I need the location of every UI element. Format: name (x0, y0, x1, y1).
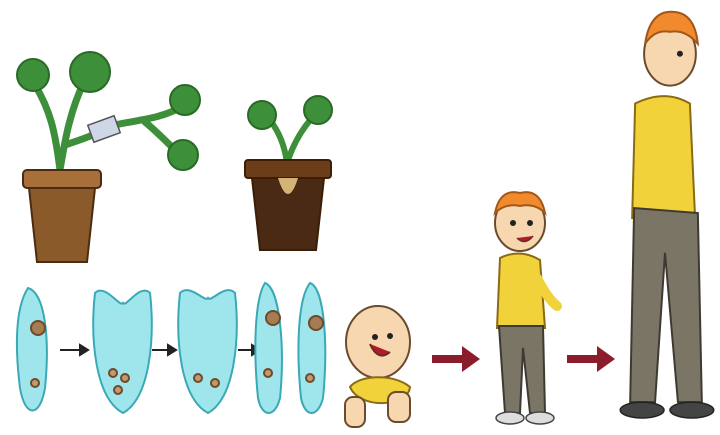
baby (330, 292, 425, 432)
paramecium-cell-2 (93, 291, 151, 413)
child (485, 188, 565, 428)
rooted-cutting (230, 0, 350, 265)
paramecium-division-sequence (10, 278, 340, 428)
cutting-knife (88, 116, 120, 142)
arrow-right-icon (60, 345, 88, 355)
adult (610, 4, 720, 432)
arrow-right-icon (432, 344, 482, 374)
flower-pot (23, 170, 101, 262)
paramecium-cell-1 (17, 288, 47, 411)
paramecium-cell-3 (178, 290, 236, 413)
soil-pot (245, 160, 331, 250)
paramecium-cell-5 (298, 283, 325, 413)
paramecium-cell-4 (255, 283, 282, 413)
plant-cutting (5, 0, 215, 265)
